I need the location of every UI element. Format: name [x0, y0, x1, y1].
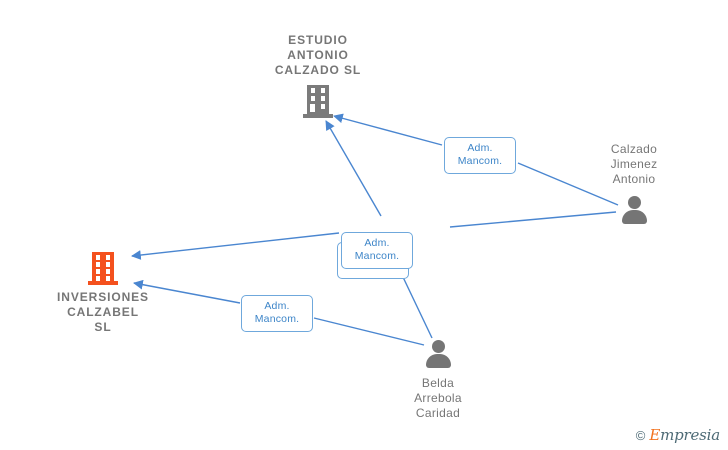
node-calzado-jimenez-antonio[interactable]: Calzado Jimenez Antonio [559, 142, 709, 228]
brand-rest: mpresia [660, 426, 720, 444]
edge-belda-estudio-seg2 [325, 120, 382, 217]
node-label-calzado-jimenez-antonio: Calzado Jimenez Antonio [610, 142, 658, 186]
edge-calzado-estudio-seg1 [517, 162, 619, 206]
copyright-icon: © [635, 427, 646, 443]
edge-calzado-estudio-seg2 [333, 113, 443, 146]
brand-initial: E [649, 426, 661, 444]
node-estudio-antonio-calzado-sl[interactable]: ESTUDIO ANTONIO CALZADO SL [243, 33, 393, 119]
edge-calzado-inversiones-seg2 [131, 232, 340, 260]
node-label-inversiones-calzabel-sl: INVERSIONES CALZABEL SL [57, 290, 149, 334]
edge-belda-inversiones-seg1 [313, 317, 425, 346]
node-belda-arrebola-caridad[interactable]: Belda Arrebola Caridad [363, 336, 513, 421]
edge-calzado-inversiones-seg1 [449, 211, 617, 228]
edge-label-adm-mancom-lower-left[interactable]: Adm. Mancom. [241, 295, 313, 332]
empresia-watermark: © Empresia [636, 426, 720, 444]
node-label-belda-arrebola-caridad: Belda Arrebola Caridad [414, 376, 462, 420]
node-label-estudio-antonio-calzado-sl: ESTUDIO ANTONIO CALZADO SL [274, 33, 362, 77]
person-icon-calzado [617, 192, 651, 228]
edge-label-adm-mancom-center-front[interactable]: Adm. Mancom. [341, 232, 413, 269]
edge-label-adm-mancom-top[interactable]: Adm. Mancom. [444, 137, 516, 174]
edge-belda-inversiones-seg2 [133, 279, 241, 304]
building-icon-inversiones [86, 250, 120, 286]
person-icon-belda [421, 336, 455, 372]
node-inversiones-calzabel-sl[interactable]: INVERSIONES CALZABEL SL [28, 250, 178, 335]
brand-logo: Empresia [649, 426, 720, 444]
building-icon-estudio [301, 83, 335, 119]
